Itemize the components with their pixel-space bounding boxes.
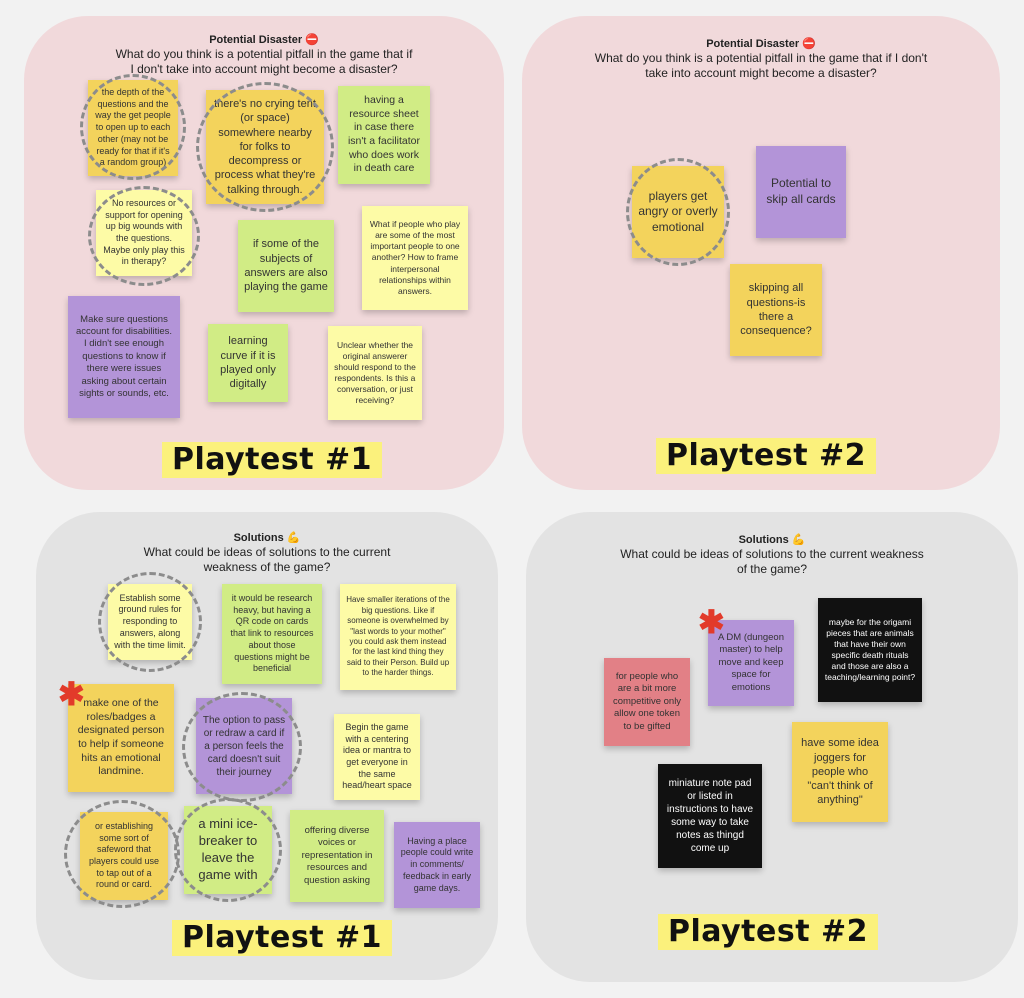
- no-entry-icon: ⛔: [802, 38, 816, 50]
- frame-header: Potential Disaster⛔ What do you think is…: [24, 34, 504, 76]
- sticky-note[interactable]: skipping all questions-is there a conseq…: [730, 264, 822, 356]
- frame-question: What do you think is a potential pitfall…: [115, 47, 413, 76]
- frame-question: What could be ideas of solutions to the …: [620, 547, 924, 576]
- sticky-note-text: maybe for the origami pieces that are an…: [824, 616, 916, 683]
- sticky-note[interactable]: make one of the roles/badges a designate…: [68, 684, 174, 792]
- sticky-note-text: for people who are a bit more competitiv…: [612, 671, 682, 732]
- frame-question: What do you think is a potential pitfall…: [594, 51, 928, 80]
- sticky-note[interactable]: A DM (dungeon master) to help move and k…: [708, 620, 794, 706]
- sticky-note[interactable]: or establishing some sort of safeword th…: [80, 812, 168, 900]
- sticky-note-text: a mini ice-breaker to leave the game wit…: [198, 816, 258, 882]
- sticky-note-text: learning curve if it is played only digi…: [220, 335, 276, 391]
- sticky-note-text: if some of the subjects of answers are a…: [244, 238, 328, 294]
- sticky-note[interactable]: the depth of the questions and the way t…: [88, 80, 178, 176]
- sticky-note-text: Potential to skip all cards: [766, 176, 836, 206]
- sticky-note[interactable]: Having a place people could write in com…: [394, 822, 480, 908]
- sticky-note-text: Make sure questions account for disabili…: [75, 313, 173, 399]
- no-entry-icon: ⛔: [305, 34, 319, 46]
- playtest-label: Playtest #2: [656, 438, 876, 474]
- sticky-note[interactable]: there's no crying tent (or space) somewh…: [206, 90, 324, 204]
- sticky-note-text: it would be research heavy, but having a…: [230, 593, 314, 674]
- playtest-label: Playtest #2: [658, 914, 878, 950]
- solutions-frame-playtest-2: Solutions💪 What could be ideas of soluti…: [526, 512, 1018, 982]
- sticky-note[interactable]: The option to pass or redraw a card if a…: [196, 698, 292, 794]
- frame-title: Potential Disaster: [209, 34, 303, 46]
- frame-question: What could be ideas of solutions to the …: [143, 545, 391, 574]
- flexed-biceps-icon: 💪: [791, 534, 806, 546]
- sticky-note-text: skipping all questions-is there a conseq…: [740, 282, 812, 338]
- star-marker-icon: ✱: [58, 676, 85, 712]
- sticky-note[interactable]: Begin the game with a centering idea or …: [334, 714, 420, 800]
- sticky-note[interactable]: Make sure questions account for disabili…: [68, 296, 180, 418]
- sticky-note-text: or establishing some sort of safeword th…: [88, 820, 160, 890]
- sticky-note-text: having a resource sheet in case there is…: [347, 94, 421, 175]
- sticky-note[interactable]: having a resource sheet in case there is…: [338, 86, 430, 184]
- sticky-note[interactable]: Establish some ground rules for respondi…: [108, 584, 192, 660]
- sticky-note[interactable]: offering diverse voices or representatio…: [290, 810, 384, 902]
- sticky-note-text: Unclear whether the original answerer sh…: [334, 339, 416, 406]
- sticky-note-text: A DM (dungeon master) to help move and k…: [717, 632, 784, 693]
- sticky-note[interactable]: learning curve if it is played only digi…: [208, 324, 288, 402]
- frame-header: Potential Disaster⛔ What do you think is…: [522, 38, 1000, 80]
- sticky-note-text: have some idea joggers for people who "c…: [801, 737, 879, 807]
- sticky-note[interactable]: miniature note pad or listed in instruct…: [658, 764, 762, 868]
- sticky-note-text: Have smaller iterations of the big quest…: [346, 595, 450, 678]
- frame-title: Solutions: [233, 532, 284, 544]
- sticky-note-text: make one of the roles/badges a designate…: [77, 697, 165, 778]
- sticky-note[interactable]: No resources or support for opening up b…: [96, 190, 192, 276]
- sticky-note-text: No resources or support for opening up b…: [103, 197, 185, 267]
- sticky-note[interactable]: maybe for the origami pieces that are an…: [818, 598, 922, 702]
- star-marker-icon: ✱: [698, 604, 725, 640]
- disaster-frame-playtest-2: Potential Disaster⛔ What do you think is…: [522, 16, 1000, 490]
- frame-title: Solutions: [738, 534, 789, 546]
- frame-title: Potential Disaster: [706, 38, 800, 50]
- sticky-note[interactable]: Potential to skip all cards: [756, 146, 846, 238]
- sticky-note-text: offering diverse voices or representatio…: [301, 825, 373, 886]
- flexed-biceps-icon: 💪: [286, 532, 301, 544]
- sticky-note[interactable]: if some of the subjects of answers are a…: [238, 220, 334, 312]
- sticky-note[interactable]: for people who are a bit more competitiv…: [604, 658, 690, 746]
- sticky-note[interactable]: have some idea joggers for people who "c…: [792, 722, 888, 822]
- frame-header: Solutions💪 What could be ideas of soluti…: [36, 532, 498, 574]
- sticky-note[interactable]: a mini ice-breaker to leave the game wit…: [184, 806, 272, 894]
- sticky-note[interactable]: it would be research heavy, but having a…: [222, 584, 322, 684]
- sticky-note-text: Having a place people could write in com…: [400, 835, 474, 893]
- playtest-label: Playtest #1: [162, 442, 382, 478]
- sticky-note[interactable]: Unclear whether the original answerer sh…: [328, 326, 422, 420]
- sticky-note[interactable]: What if people who play are some of the …: [362, 206, 468, 310]
- sticky-note-text: the depth of the questions and the way t…: [95, 87, 171, 168]
- sticky-note[interactable]: players get angry or overly emotional: [632, 166, 724, 258]
- sticky-note-text: Establish some ground rules for respondi…: [114, 592, 186, 650]
- sticky-note-text: miniature note pad or listed in instruct…: [666, 778, 754, 854]
- sticky-note-text: Begin the game with a centering idea or …: [342, 721, 412, 791]
- sticky-note-text: there's no crying tent (or space) somewh…: [214, 97, 316, 196]
- sticky-note-text: What if people who play are some of the …: [369, 219, 461, 296]
- sticky-note-text: The option to pass or redraw a card if a…: [202, 714, 286, 778]
- frame-header: Solutions💪 What could be ideas of soluti…: [526, 534, 1018, 576]
- playtest-label: Playtest #1: [172, 920, 392, 956]
- sticky-note-text: players get angry or overly emotional: [638, 188, 718, 234]
- sticky-note[interactable]: Have smaller iterations of the big quest…: [340, 584, 456, 690]
